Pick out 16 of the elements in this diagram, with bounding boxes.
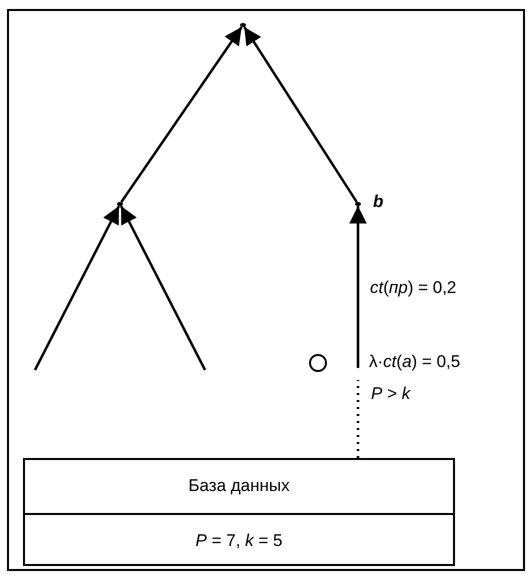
point-label: b xyxy=(373,192,384,212)
arrow xyxy=(349,206,367,368)
arrow xyxy=(243,26,358,203)
arrow xyxy=(34,205,120,371)
edge-label: ct(пр) = 0,2 xyxy=(370,278,456,298)
arrow xyxy=(120,205,206,371)
formula-label: λ·ct(a) = 0,5 xyxy=(369,352,460,372)
database-box xyxy=(23,458,455,566)
junction-point xyxy=(240,23,246,27)
junction-point xyxy=(355,202,361,206)
box-heading: База данных xyxy=(187,475,291,497)
circle-mark xyxy=(309,354,327,372)
box-text: P = 7, k = 5 xyxy=(25,513,453,567)
dotted-line xyxy=(356,380,360,458)
junction-point xyxy=(117,202,123,206)
arrow xyxy=(120,26,243,203)
